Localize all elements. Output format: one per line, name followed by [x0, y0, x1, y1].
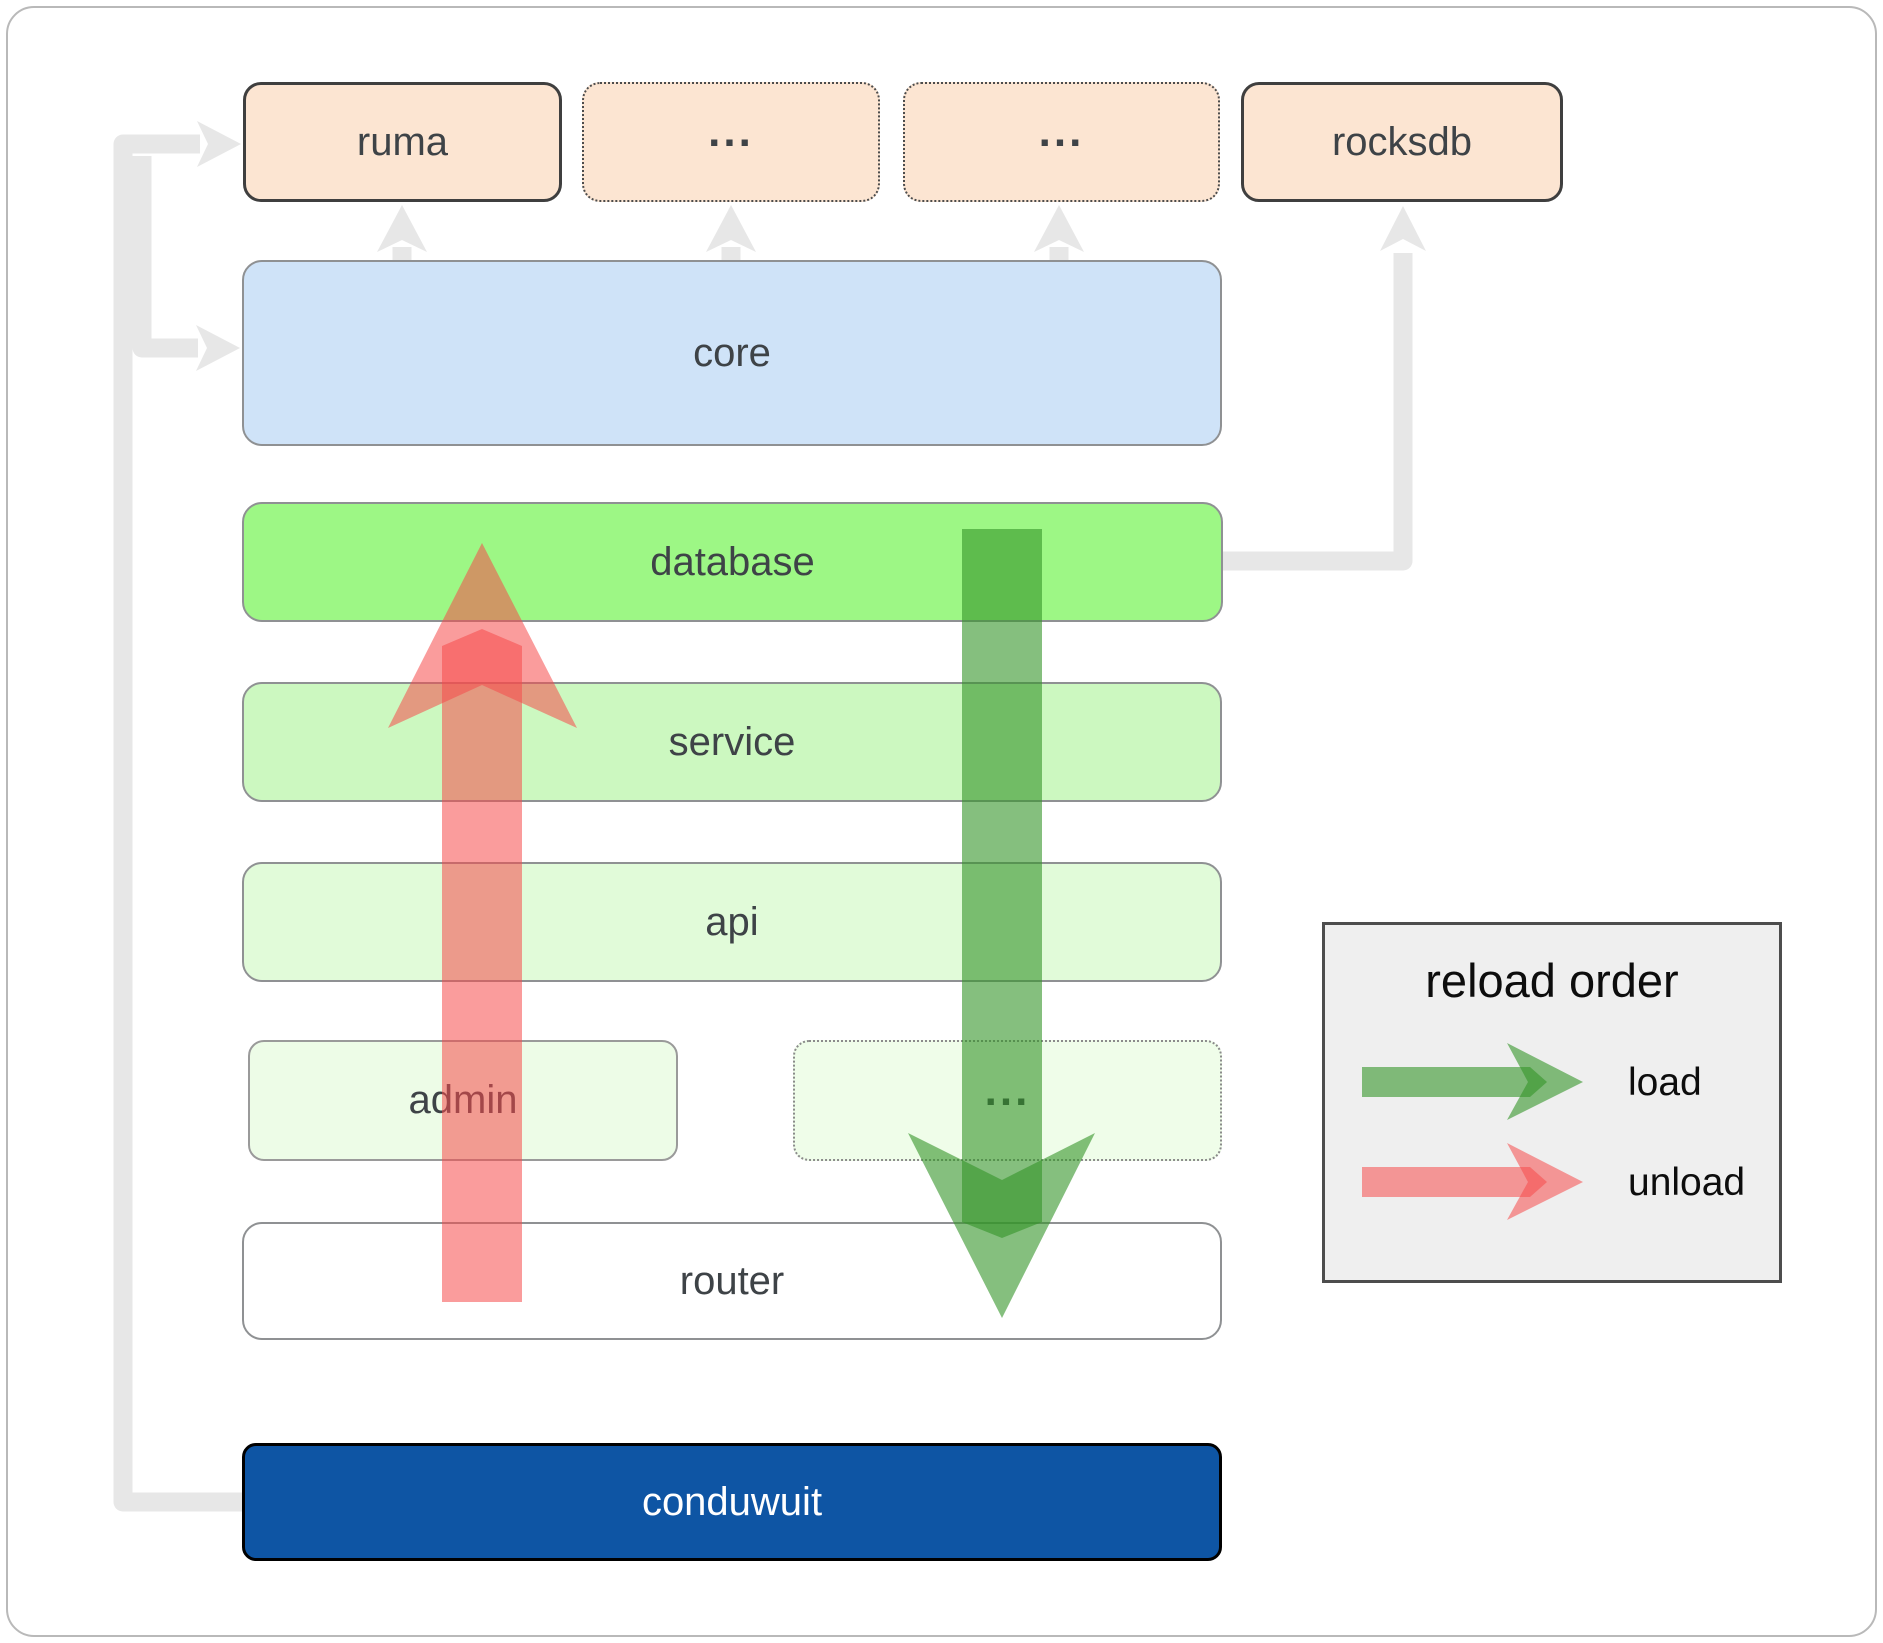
node-admin: admin	[248, 1040, 678, 1161]
outer-frame	[6, 6, 1877, 1637]
node-admin-label: admin	[408, 1078, 518, 1122]
node-crates-more-2: ...	[903, 82, 1220, 202]
node-crates-more-1: ...	[582, 82, 880, 202]
node-api: api	[242, 862, 1222, 982]
node-database: database	[242, 502, 1223, 622]
node-database-label: database	[650, 539, 815, 584]
node-ruma-label: ruma	[356, 119, 449, 164]
node-conduwuit-label: conduwuit	[641, 1479, 823, 1524]
node-ruma: ruma	[243, 82, 562, 202]
node-services-more-label: ...	[984, 1065, 1031, 1115]
arrowhead-into-ruma	[197, 121, 241, 167]
connector-conduwuit-to-ruma	[113, 134, 242, 1512]
legend: reload order load unload	[1322, 922, 1782, 1283]
node-service-label: service	[668, 719, 796, 764]
arrowhead-core-ruma	[377, 205, 427, 252]
connector-conduwuit-to-core	[132, 156, 198, 358]
node-core: core	[242, 260, 1222, 446]
arrowhead-into-core	[196, 325, 240, 371]
legend-unload-label: unload	[1628, 1161, 1746, 1204]
node-crates-more-1-label: ...	[708, 107, 754, 156]
node-core-label: core	[693, 330, 771, 375]
node-rocksdb: rocksdb	[1241, 82, 1563, 202]
node-router-label: router	[679, 1258, 785, 1303]
node-rocksdb-label: rocksdb	[1331, 119, 1473, 164]
node-api-label: api	[705, 899, 759, 944]
connector-database-to-rocksdb	[1223, 253, 1413, 571]
node-conduwuit: conduwuit	[242, 1443, 1222, 1561]
node-router: router	[242, 1222, 1222, 1340]
node-crates-more-2-label: ...	[1038, 107, 1085, 156]
arrowhead-into-rocksdb	[1380, 206, 1426, 251]
arrowhead-core-crate2	[706, 205, 756, 252]
legend-title: reload order	[1425, 954, 1679, 1007]
arrowhead-core-crate3	[1034, 205, 1084, 252]
node-services-more: ...	[793, 1040, 1222, 1161]
legend-load-label: load	[1628, 1061, 1702, 1104]
node-service: service	[242, 682, 1222, 802]
